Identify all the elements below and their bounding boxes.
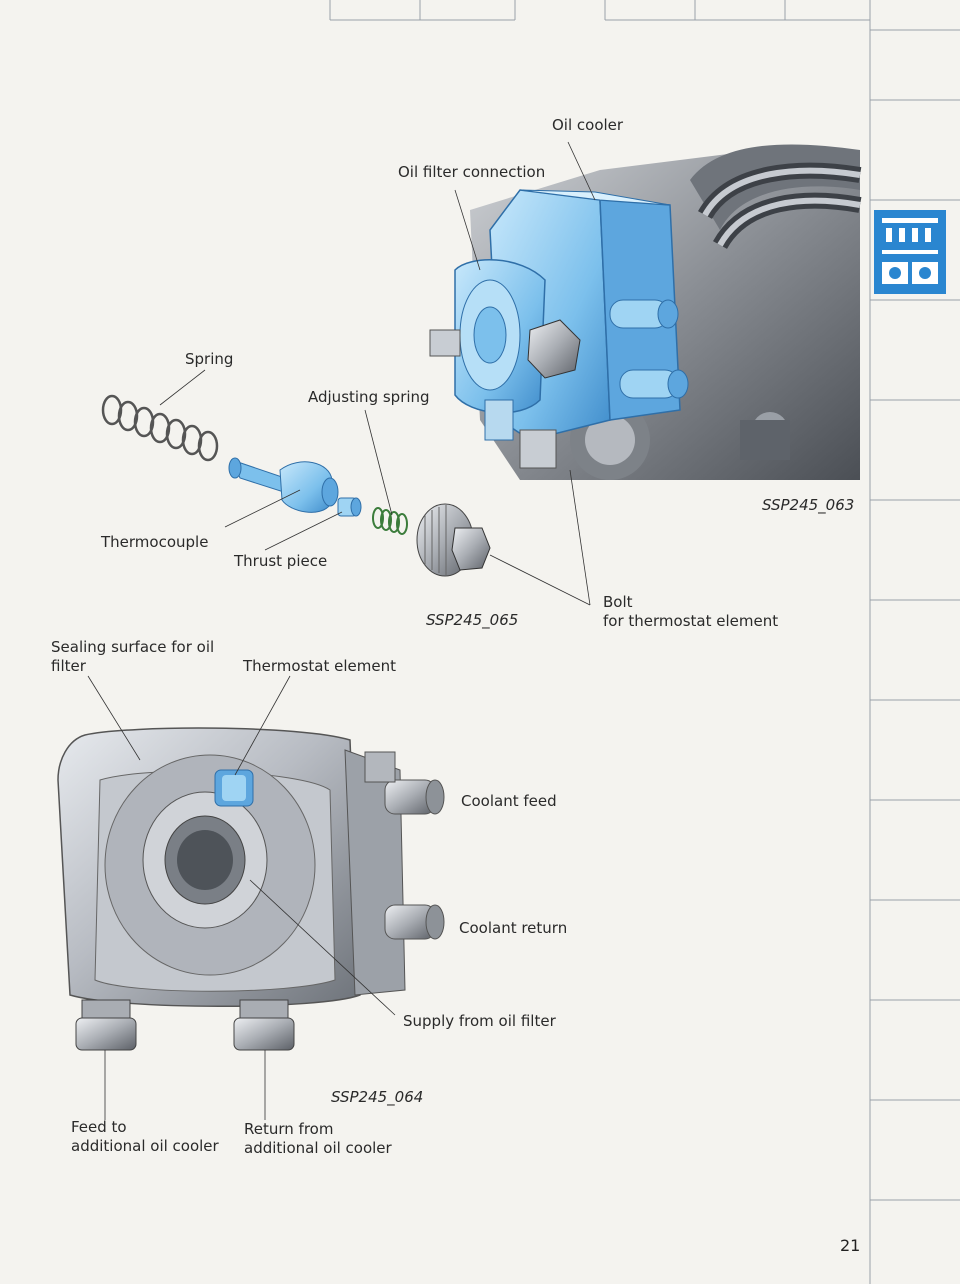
- label-oil-filter-connection: Oil filter connection: [398, 163, 546, 181]
- label-return-from-additional: additional oil cooler: [244, 1139, 392, 1157]
- figure-caption-ssp245-064: SSP245_064: [331, 1088, 424, 1106]
- label-thermostat-element: Thermostat element: [243, 657, 396, 675]
- label-bolt-for-thermostat: for thermostat element: [603, 612, 779, 630]
- figure-caption-ssp245-065: SSP245_065: [426, 611, 519, 629]
- label-thrust-piece: Thrust piece: [234, 552, 328, 570]
- label-feed-to-additional: additional oil cooler: [71, 1137, 219, 1155]
- figure-caption-ssp245-063: SSP245_063: [762, 496, 855, 514]
- label-supply-from-oil-filter: Supply from oil filter: [403, 1012, 556, 1030]
- label-feed-to: Feed to: [71, 1118, 127, 1136]
- label-sealing-surface-filter: filter: [51, 657, 86, 675]
- label-bolt: Bolt: [603, 593, 633, 611]
- label-sealing-surface: Sealing surface for oil: [51, 638, 215, 656]
- label-spring: Spring: [185, 350, 234, 368]
- label-adjusting-spring: Adjusting spring: [308, 388, 430, 406]
- label-coolant-return: Coolant return: [459, 919, 568, 937]
- page-number: 21: [840, 1236, 861, 1255]
- label-thermocouple: Thermocouple: [101, 533, 209, 551]
- label-coolant-feed: Coolant feed: [461, 792, 557, 810]
- label-return-from: Return from: [244, 1120, 334, 1138]
- label-oil-cooler: Oil cooler: [552, 116, 624, 134]
